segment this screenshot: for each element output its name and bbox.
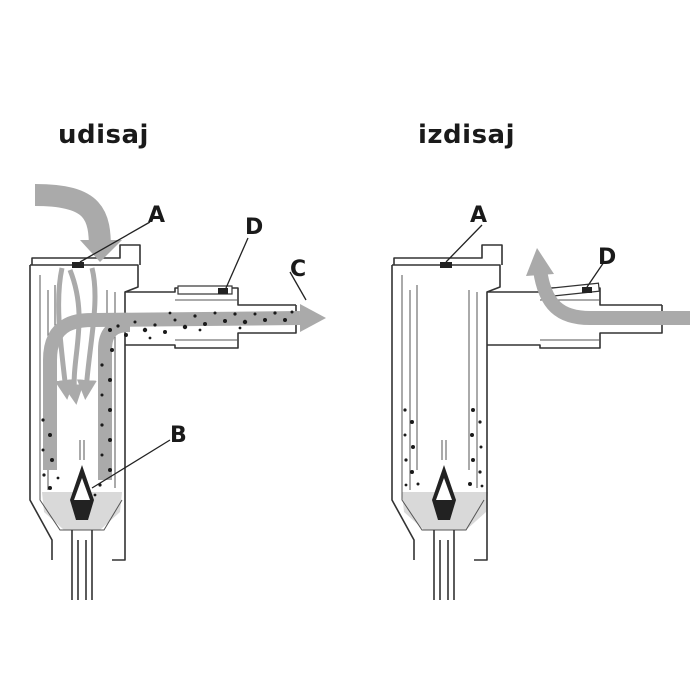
nebulizer-body-outer-right xyxy=(391,264,501,561)
inner-chamber-right xyxy=(416,285,470,470)
feed-tube xyxy=(79,440,85,460)
aerosol-particles-right xyxy=(403,408,484,488)
label-a-right: A xyxy=(470,203,487,228)
exhale-flow-path xyxy=(533,268,690,325)
aerosol-flow-path xyxy=(43,311,301,470)
nebulizer-body-outer xyxy=(29,264,139,561)
leader-a-right xyxy=(445,224,483,263)
valve-cap-right xyxy=(393,244,503,265)
aerosol-particles xyxy=(41,310,294,497)
air-inlet-stem-right xyxy=(433,530,455,600)
leader-b xyxy=(91,439,171,489)
inhale-arrowhead xyxy=(80,240,122,262)
valve-a-marker xyxy=(72,262,84,268)
panel-title-exhalation: izdisaj xyxy=(418,120,516,150)
leader-c xyxy=(289,271,307,301)
nebulizer-body-inner-right xyxy=(401,275,485,531)
valve-d-marker-right xyxy=(582,287,592,293)
leader-d-right xyxy=(586,261,605,288)
label-d-right: D xyxy=(598,245,616,270)
panel-title-inhalation: udisaj xyxy=(58,120,149,150)
air-inlet-stem xyxy=(71,530,93,600)
leader-a-left xyxy=(79,221,151,263)
valve-d xyxy=(177,285,233,295)
exhale-arrowhead xyxy=(526,248,554,276)
label-d-left: D xyxy=(245,215,263,240)
label-c: C xyxy=(290,257,306,282)
inhale-flow-arrow xyxy=(34,184,111,251)
label-a-left: A xyxy=(148,203,165,228)
outflow-arrowhead-c xyxy=(300,304,326,332)
valve-a-marker-right xyxy=(440,262,452,268)
valve-cap xyxy=(31,244,141,265)
valve-d-marker xyxy=(218,288,228,294)
nebulizer-inhalation: A D C B xyxy=(29,184,326,600)
feed-tube-right xyxy=(441,440,447,460)
leader-d-left xyxy=(225,237,249,289)
label-b: B xyxy=(170,423,187,448)
mouthpiece-inner xyxy=(175,299,238,341)
nebulizer-exhalation: A D xyxy=(391,203,690,600)
